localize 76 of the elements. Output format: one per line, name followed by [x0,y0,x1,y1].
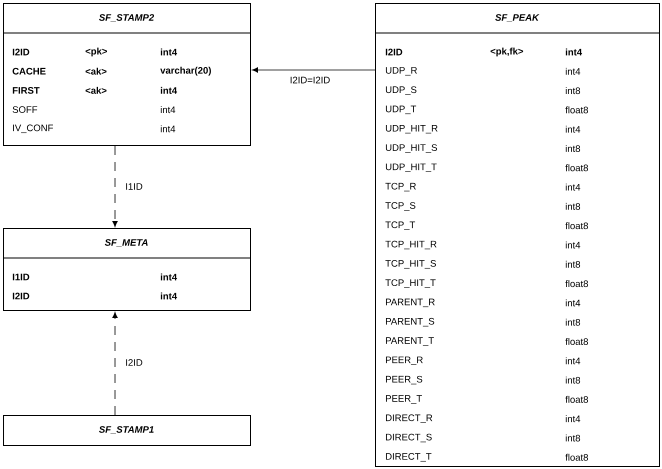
data-type: int8 [566,145,580,152]
table-title: SF_META [104,239,148,247]
data-type: int8 [566,318,580,326]
data-type: int4 [160,48,178,56]
column-name: UDP_HIT_R [386,124,438,134]
column-name: PEER_R [386,356,423,365]
data-type: int4 [566,415,580,422]
column-name: UDP_HIT_S [386,144,438,153]
data-type: float8 [565,280,588,288]
data-type: int8 [566,260,580,268]
data-type: int4 [160,125,176,132]
edge-label: I2ID [124,358,144,367]
column-name: TCP_S [385,202,416,211]
data-type: int4 [566,68,580,75]
key-marker: <ak> [86,68,106,75]
connector [112,146,118,227]
table-title: SF_STAMP1 [99,426,154,434]
data-type: int4 [160,274,178,280]
column-name: UDP_R [386,67,417,76]
connector [112,312,118,416]
data-type: int8 [566,87,580,94]
connector [252,67,376,73]
data-type: int8 [566,202,580,210]
data-type: int4 [160,106,176,114]
data-type: int8 [566,376,580,384]
data-type: int4 [566,48,582,56]
data-type: float8 [565,454,588,461]
column-name: I2ID [386,48,402,56]
column-name: SOFF [12,106,38,113]
data-type: float8 [565,106,588,114]
data-type: int4 [160,86,178,94]
table-title: SF_STAMP2 [99,14,154,22]
key-marker: <ak> [86,86,106,94]
edge-label: I1ID [124,182,144,191]
column-name: I2ID [12,48,30,56]
column-name: PEER_T [386,395,422,404]
column-name: TCP_HIT_R [385,240,436,250]
column-name: UDP_S [386,86,416,95]
table [2,228,251,311]
column-name: UDP_T [386,106,416,114]
column-name: IV_CONF [13,124,53,134]
column-name: TCP_HIT_T [385,279,436,288]
data-type: int4 [160,292,178,300]
table [374,3,660,467]
data-type: int4 [566,357,580,364]
key-marker: <pk> [86,48,107,56]
edge-label: I2ID=I2ID [288,76,332,84]
data-type: int4 [566,126,580,133]
column-name: PEER_S [386,376,422,384]
column-name: PARENT_T [386,337,434,346]
data-type: varchar(20) [160,66,211,76]
data-type: int4 [566,299,580,306]
column-name: TCP_R [385,182,416,192]
table [3,415,251,446]
column-name: CACHE [12,68,46,75]
data-type: int4 [566,184,580,191]
data-type: float8 [565,338,588,345]
table [2,3,251,146]
column-name: PARENT_S [386,318,434,326]
data-type: float8 [565,222,588,230]
data-type: int4 [566,242,580,248]
table-title: SF_PEAK [495,14,540,22]
column-name: UDP_HIT_T [386,164,437,172]
column-name: DIRECT_R [386,414,432,423]
column-name: I1ID [12,274,30,280]
data-type: float8 [565,164,588,172]
column-name: FIRST [12,87,40,94]
column-name: TCP_HIT_S [385,260,436,269]
column-name: PARENT_R [386,298,435,308]
column-name: I2ID [12,292,30,300]
data-type: float8 [565,396,588,403]
column-name: DIRECT_T [386,453,432,462]
column-name: DIRECT_S [386,434,432,442]
key-marker: <pk,fk> [490,48,524,56]
data-type: int8 [566,434,580,442]
column-name: TCP_T [385,221,416,230]
